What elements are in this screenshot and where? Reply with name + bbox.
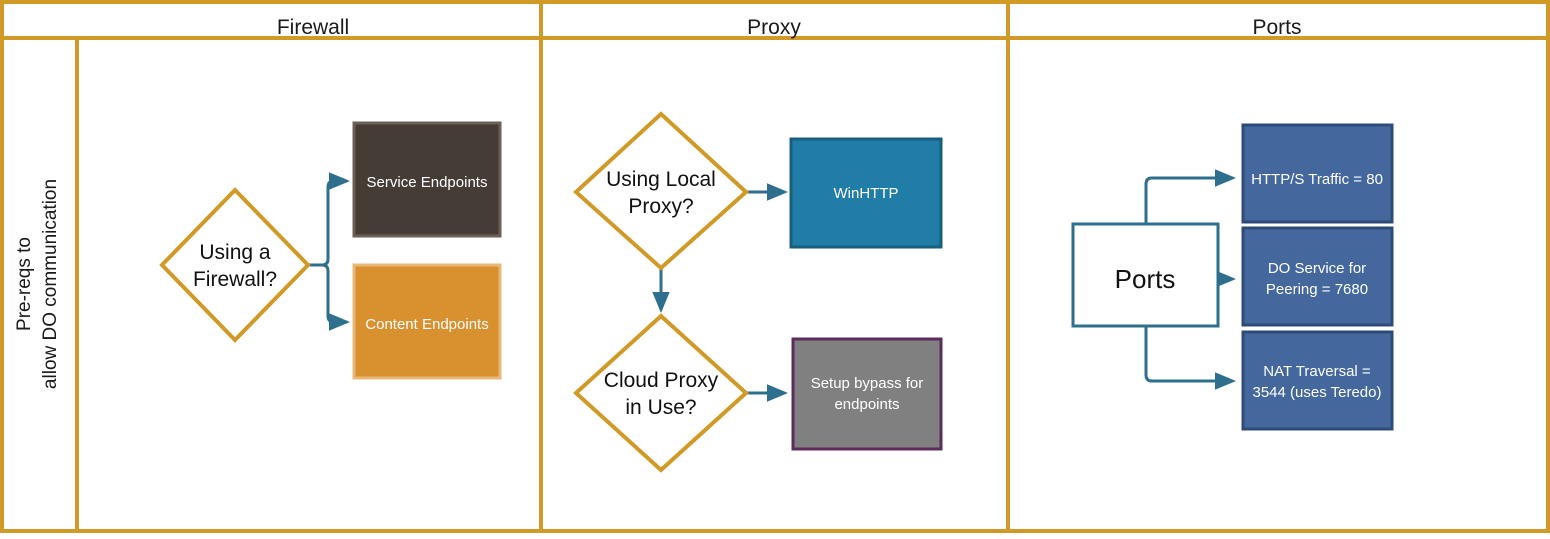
setup-bypass-label-line-1: Setup bypass for — [811, 375, 924, 392]
decision-label-line-2: in Use? — [625, 396, 696, 419]
do-service-peering-label-line-1: DO Service for — [1268, 260, 1366, 277]
content-endpoints-box — [352, 263, 502, 380]
decision-cloud-proxy-in-use[interactable]: Cloud Proxy in Use? — [573, 313, 749, 473]
node-content-endpoints[interactable]: Content Endpoints — [352, 263, 502, 380]
decision-label-line-1: Using Local — [606, 168, 716, 191]
ports-root-label: Ports — [1115, 264, 1176, 294]
decision-label-line-2: Firewall? — [193, 268, 277, 291]
nat-traversal-box — [1241, 330, 1394, 431]
nat-traversal-label-line-2: 3544 (uses Teredo) — [1253, 384, 1382, 401]
side-label-line-1: Pre-reqs to — [14, 237, 35, 331]
node-winhttp[interactable]: WinHTTP — [789, 137, 943, 249]
diamond-shape — [573, 111, 749, 271]
connector-ports-to-nat-traversal — [1144, 326, 1236, 390]
column-header-proxy: Proxy — [747, 16, 801, 39]
http-s-traffic-label: HTTP/S Traffic = 80 — [1251, 171, 1383, 188]
node-setup-bypass[interactable]: Setup bypass for endpoints — [791, 337, 943, 451]
service-endpoints-box — [352, 121, 502, 238]
node-nat-traversal[interactable]: NAT Traversal = 3544 (uses Teredo) — [1241, 330, 1394, 431]
firewall-connectors — [308, 172, 350, 331]
connector-to-content-endpoints — [308, 263, 350, 331]
setup-bypass-label-line-2: endpoints — [834, 396, 899, 413]
side-label-line-2: allow DO communication — [40, 179, 61, 389]
connector-ports-to-http-traffic — [1144, 169, 1236, 224]
http-s-traffic-box — [1241, 123, 1394, 224]
setup-bypass-box — [791, 337, 943, 451]
nat-traversal-label-line-1: NAT Traversal = — [1263, 363, 1371, 380]
node-service-endpoints[interactable]: Service Endpoints — [352, 121, 502, 238]
decision-label-line-1: Cloud Proxy — [604, 369, 719, 392]
column-header-firewall: Firewall — [277, 16, 349, 39]
do-service-peering-label-line-2: Peering = 7680 — [1266, 281, 1368, 298]
proxy-group: Using Local Proxy? Cloud Proxy in Use? W… — [573, 111, 943, 473]
winhttp-box — [789, 137, 943, 249]
decision-using-a-firewall[interactable]: Using a Firewall? — [159, 187, 311, 343]
firewall-group: Using a Firewall? Service Endpoints Cont… — [159, 121, 502, 380]
column-header-ports: Ports — [1252, 16, 1301, 39]
node-do-service-peering[interactable]: DO Service for Peering = 7680 — [1241, 226, 1394, 327]
decision-label-line-1: Using a — [199, 241, 271, 264]
ports-root-box — [1071, 222, 1220, 328]
content-endpoints-label: Content Endpoints — [365, 316, 488, 333]
decision-using-local-proxy[interactable]: Using Local Proxy? — [573, 111, 749, 271]
node-ports-root[interactable]: Ports — [1071, 222, 1220, 328]
node-http-s-traffic[interactable]: HTTP/S Traffic = 80 — [1241, 123, 1394, 224]
proxy-connectors — [652, 183, 788, 402]
diamond-shape — [573, 313, 749, 473]
connector-to-service-endpoints — [308, 172, 350, 267]
decision-label-line-2: Proxy? — [628, 195, 693, 218]
ports-connectors — [1144, 169, 1236, 390]
do-service-peering-box — [1241, 226, 1394, 327]
winhttp-label: WinHTTP — [834, 185, 899, 202]
service-endpoints-label: Service Endpoints — [367, 174, 488, 191]
side-label: Pre-reqs to allow DO communication — [14, 179, 61, 389]
ports-group: Ports HTTP/S Traffic = 80 DO Service for… — [1071, 123, 1394, 431]
diamond-shape — [159, 187, 311, 343]
